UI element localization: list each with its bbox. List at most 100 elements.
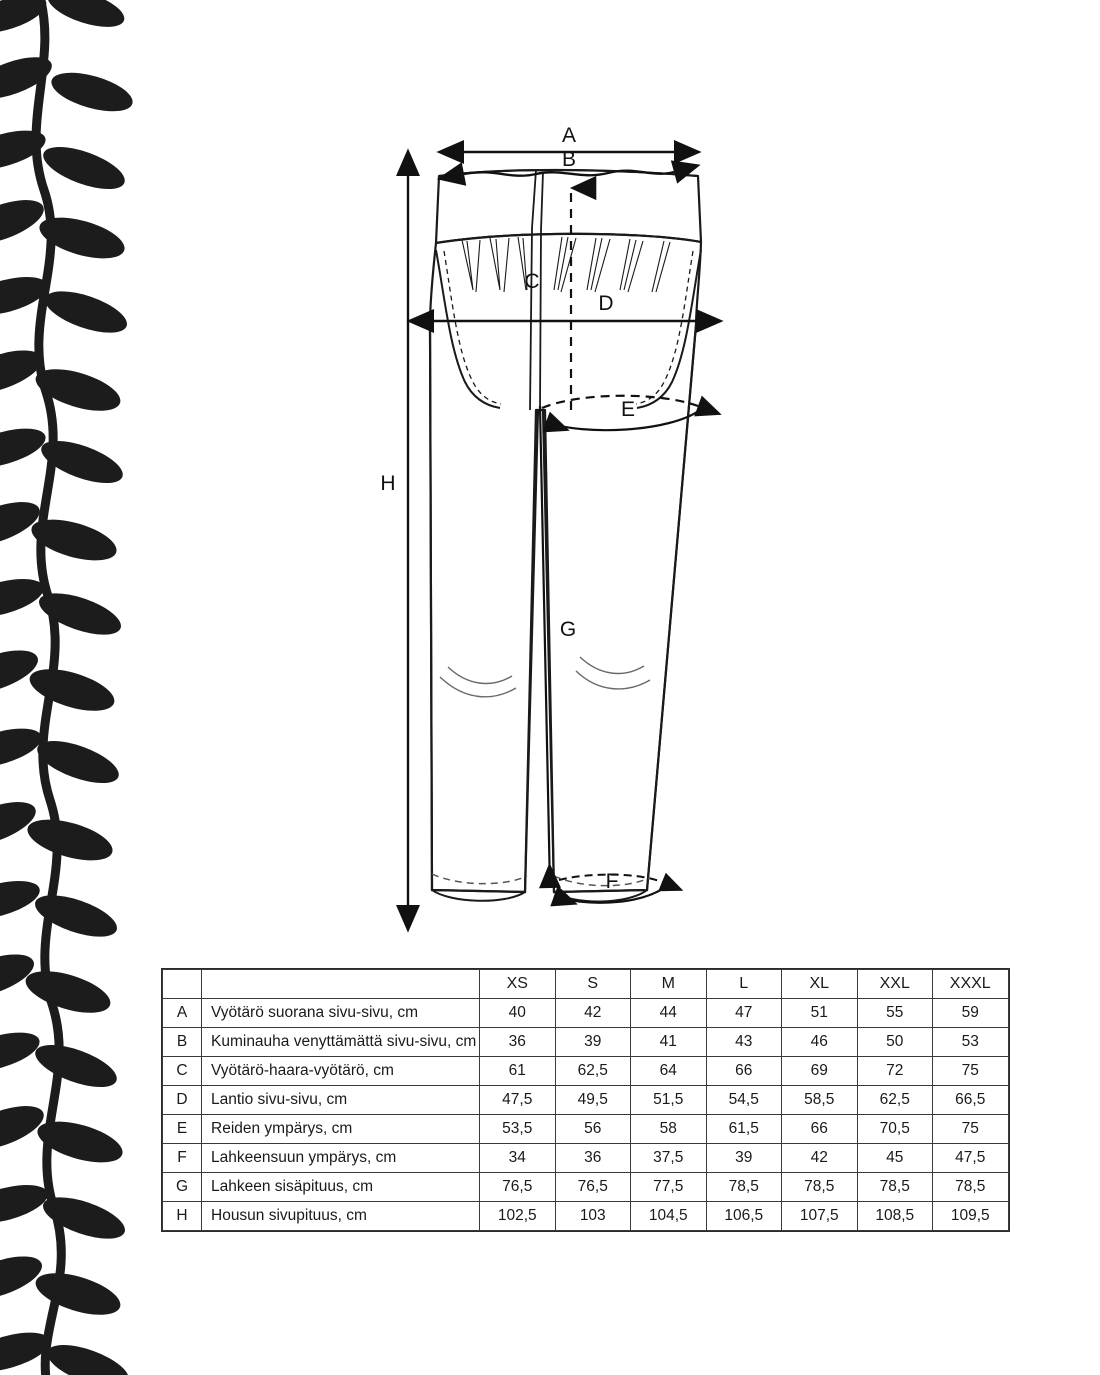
table-row: G Lahkeen sisäpituus, cm 76,5 76,5 77,5 … <box>162 1172 1009 1202</box>
header-size-xxxl: XXXL <box>932 969 1009 999</box>
measure-label-F: F <box>606 870 619 893</box>
vine-stem <box>31 0 66 1375</box>
row-letter: A <box>162 998 202 1028</box>
header-size-xs: XS <box>479 969 556 999</box>
measure-label-B: B <box>562 148 576 171</box>
pocket-right <box>636 249 702 409</box>
cell-xxl: 62,5 <box>856 1085 933 1115</box>
table-row: C Vyötärö-haara-vyötärö, cm 61 62,5 64 6… <box>162 1056 1009 1086</box>
vine-leaves <box>0 0 133 1375</box>
cell-m: 37,5 <box>630 1143 707 1173</box>
cell-s: 49,5 <box>554 1085 631 1115</box>
measure-label-A: A <box>562 124 576 147</box>
size-chart-table: XS S M L XL XXL XXXL A Vyötärö suorana s… <box>161 968 1010 1232</box>
row-description: Housun sivupituus, cm <box>201 1201 480 1231</box>
measure-label-D: D <box>598 292 613 315</box>
cell-s: 39 <box>554 1027 631 1057</box>
measure-label-H: H <box>380 472 395 495</box>
cell-xs: 53,5 <box>479 1114 556 1144</box>
cell-xxl: 70,5 <box>856 1114 933 1144</box>
cell-xxxl: 53 <box>932 1027 1009 1057</box>
cell-s: 56 <box>554 1114 631 1144</box>
table-row: A Vyötärö suorana sivu-sivu, cm 40 42 44… <box>162 998 1009 1028</box>
header-size-xxl: XXL <box>856 969 933 999</box>
table-header-row: XS S M L XL XXL XXXL <box>162 969 1009 999</box>
cell-m: 104,5 <box>630 1201 707 1231</box>
row-letter: F <box>162 1143 202 1173</box>
table-row: H Housun sivupituus, cm 102,5 103 104,5 … <box>162 1201 1009 1231</box>
measure-label-G: G <box>560 618 576 641</box>
row-letter: E <box>162 1114 202 1144</box>
cell-s: 42 <box>554 998 631 1028</box>
table-row: F Lahkeensuun ympärys, cm 34 36 37,5 39 … <box>162 1143 1009 1173</box>
measure-E-loop <box>541 394 722 433</box>
cell-xxl: 78,5 <box>856 1172 933 1202</box>
measure-F-loop <box>550 872 684 907</box>
cell-xl: 66 <box>781 1114 858 1144</box>
row-description: Lahkeen sisäpituus, cm <box>201 1172 480 1202</box>
measure-B-arrow <box>436 160 701 186</box>
right-leg <box>541 324 698 894</box>
header-description-blank <box>201 969 480 999</box>
vine-border-decoration <box>0 0 133 1375</box>
row-description: Vyötärö suorana sivu-sivu, cm <box>201 998 480 1028</box>
gathering-marks <box>461 236 671 293</box>
cell-xxxl: 75 <box>932 1114 1009 1144</box>
table-row: B Kuminauha venyttämättä sivu-sivu, cm 3… <box>162 1027 1009 1057</box>
hem-left-dashed <box>431 873 528 885</box>
cell-l: 66 <box>705 1056 782 1086</box>
waistband <box>434 168 703 245</box>
row-letter: B <box>162 1027 202 1057</box>
table-row: E Reiden ympärys, cm 53,5 56 58 61,5 66 … <box>162 1114 1009 1144</box>
left-leg <box>428 324 540 894</box>
cell-xxxl: 75 <box>932 1056 1009 1086</box>
hem-right-dashed <box>553 875 650 887</box>
cell-l: 54,5 <box>705 1085 782 1115</box>
cell-xxl: 50 <box>856 1027 933 1057</box>
row-letter: C <box>162 1056 202 1086</box>
cell-m: 58 <box>630 1114 707 1144</box>
row-description: Reiden ympärys, cm <box>201 1114 480 1144</box>
row-letter: D <box>162 1085 202 1115</box>
cell-m: 77,5 <box>630 1172 707 1202</box>
cell-xl: 51 <box>781 998 858 1028</box>
centre-front-seam <box>529 169 544 411</box>
table-header: XS S M L XL XXL XXXL <box>162 969 1009 999</box>
knee-creases <box>439 656 651 698</box>
cell-xl: 69 <box>781 1056 858 1086</box>
cell-xxxl: 59 <box>932 998 1009 1028</box>
header-size-m: M <box>630 969 707 999</box>
cell-s: 103 <box>554 1201 631 1231</box>
cell-xs: 34 <box>479 1143 556 1173</box>
size-chart-table-container: XS S M L XL XXL XXXL A Vyötärö suorana s… <box>161 968 1010 1232</box>
header-size-xl: XL <box>781 969 858 999</box>
measure-G-line <box>538 405 561 889</box>
cell-xl: 107,5 <box>781 1201 858 1231</box>
cell-s: 76,5 <box>554 1172 631 1202</box>
cell-l: 43 <box>705 1027 782 1057</box>
cell-l: 61,5 <box>705 1114 782 1144</box>
cell-m: 51,5 <box>630 1085 707 1115</box>
cell-xl: 46 <box>781 1027 858 1057</box>
cell-xl: 78,5 <box>781 1172 858 1202</box>
cell-s: 36 <box>554 1143 631 1173</box>
row-letter: H <box>162 1201 202 1231</box>
hem-left <box>431 889 526 902</box>
measure-label-E: E <box>621 398 635 421</box>
cell-xs: 61 <box>479 1056 556 1086</box>
cell-xxl: 45 <box>856 1143 933 1173</box>
header-size-l: L <box>705 969 782 999</box>
cell-l: 78,5 <box>705 1172 782 1202</box>
cell-l: 39 <box>705 1143 782 1173</box>
pocket-right-stitch <box>635 250 694 405</box>
row-description: Lantio sivu-sivu, cm <box>201 1085 480 1115</box>
cell-xl: 58,5 <box>781 1085 858 1115</box>
cell-l: 47 <box>705 998 782 1028</box>
measure-label-C: C <box>524 270 539 293</box>
cell-xxl: 108,5 <box>856 1201 933 1231</box>
table-body: A Vyötärö suorana sivu-sivu, cm 40 42 44… <box>162 998 1009 1231</box>
cell-xs: 76,5 <box>479 1172 556 1202</box>
pocket-left-stitch <box>443 250 502 405</box>
cell-l: 106,5 <box>705 1201 782 1231</box>
trouser-body <box>428 232 703 894</box>
